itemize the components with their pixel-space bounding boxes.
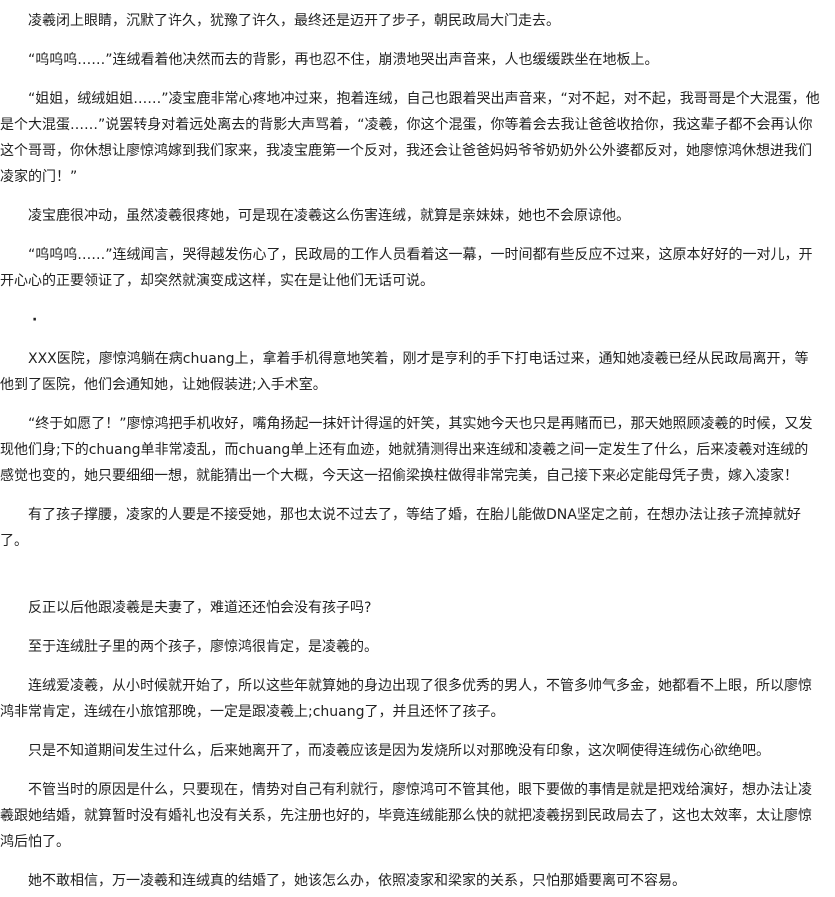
paragraph: 有了孩子撑腰，凌家的人要是不接受她，那也太说不过去了，等结了婚，在胎儿能做DNA… [0,507,801,549]
paragraph: 凌宝鹿很冲动，虽然凌羲很疼她，可是现在凌羲这么伤害连绒，就算是亲妹妹，她也不会原… [28,208,630,224]
paragraph: 连绒爱凌羲，从小时候就开始了，所以这些年就算她的身边出现了很多优秀的男人，不管多… [0,678,812,720]
paragraph: “呜呜呜……”连绒看着他决然而去的背影，再也忍不住，崩溃地哭出声音来，人也缓缓跌… [28,52,659,68]
paragraph: 至于连绒肚子里的两个孩子，廖惊鸿很肯定，是凌羲的。 [28,639,378,655]
section-separator: · [32,312,38,328]
paragraph: 她不敢相信，万一凌羲和连绒真的结婚了，她该怎么办，依照凌家和梁家的关系，只怕那婚… [28,873,686,889]
paragraph: “姐姐，绒绒姐姐……”凌宝鹿非常心疼地冲过来，抱着连绒，自己也跟着哭出声音来，“… [0,91,820,185]
paragraph: 只是不知道期间发生过什么，后来她离开了，而凌羲应该是因为发烧所以对那晚没有印象，… [28,743,770,759]
paragraph: XXX医院，廖惊鸿躺在病chuang上，拿着手机得意地笑着，刚才是亨利的手下打电… [0,351,809,393]
paragraph: “终于如愿了！”廖惊鸿把手机收好，嘴角扬起一抹奸计得逞的奸笑，其实她今天也只是再… [0,416,813,484]
blank-line [0,567,822,595]
paragraph: 不管当时的原因是什么，只要现在，情势对自己有利就行，廖惊鸿可不管其他，眼下要做的… [0,782,812,850]
paragraph: 凌羲闭上眼睛，沉默了许久，犹豫了许久，最终还是迈开了步子，朝民政局大门走去。 [28,13,560,29]
paragraph: 反正以后他跟凌羲是夫妻了，难道还还怕会没有孩子吗? [28,600,372,616]
paragraph: “呜呜呜……”连绒闻言，哭得越发伤心了，民政局的工作人员看着这一幕，一时间都有些… [0,247,813,289]
